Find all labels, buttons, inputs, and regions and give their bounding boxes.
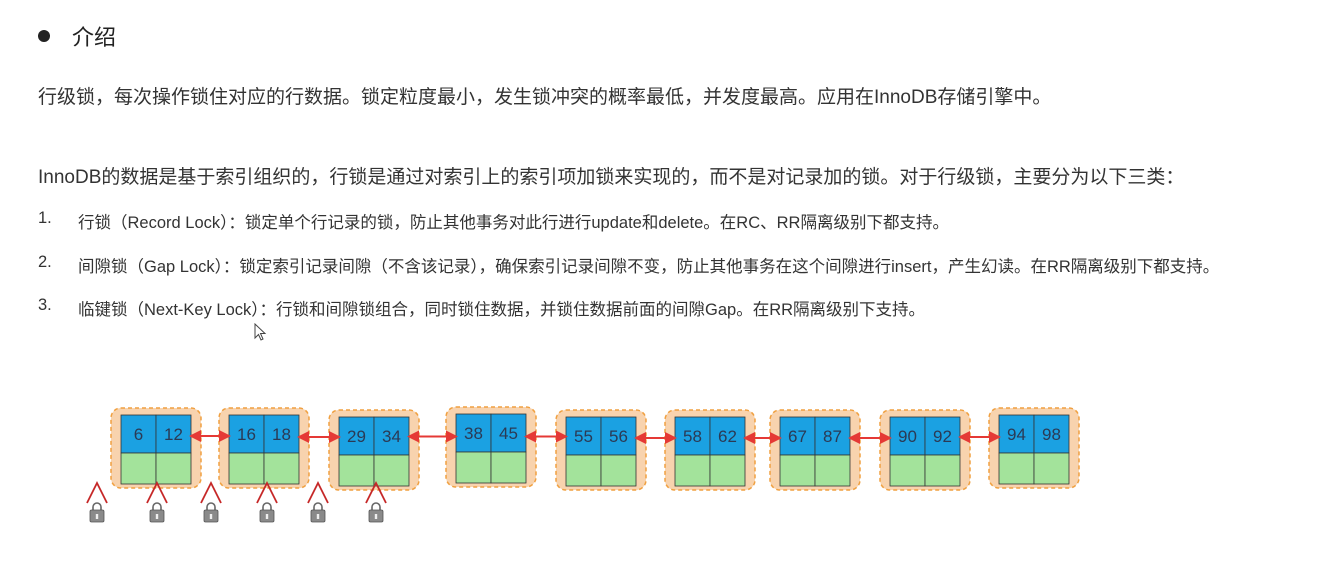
bullet-icon — [38, 30, 50, 42]
section-title: 介绍 — [72, 25, 117, 50]
index-key-label: 29 — [347, 427, 366, 446]
index-key-label: 55 — [574, 427, 593, 446]
list-item-gap-lock: 2. 间隙锁（Gap Lock）：锁定索引记录间隙（不含该记录），确保索引记录间… — [38, 253, 1219, 277]
lock-keyhole — [155, 514, 159, 519]
index-key-cell — [779, 416, 816, 456]
lock-shackle — [262, 502, 272, 511]
index-data-cell — [228, 452, 265, 485]
list-item-number: 2. — [38, 253, 52, 271]
index-key-label: 34 — [382, 427, 401, 446]
index-key-label: 18 — [272, 425, 291, 444]
intro-paragraph: 行级锁，每次操作锁住对应的行数据。锁定粒度最小，发生锁冲突的概率最低，并发度最高… — [38, 87, 1052, 108]
list-item-number: 3. — [38, 296, 52, 314]
mouse-cursor-icon — [254, 323, 267, 341]
index-data-cell — [998, 452, 1035, 485]
index-key-label: 94 — [1007, 425, 1026, 444]
lock-position-marker — [146, 480, 168, 504]
list-item-text: 间隙锁（Gap Lock）：锁定索引记录间隙（不含该记录），确保索引记录间隙不变… — [78, 258, 1220, 276]
index-key-cell — [120, 414, 157, 454]
innodb-paragraph: InnoDB的数据是基于索引组织的，行锁是通过对索引上的索引项加锁来实现的，而不… — [38, 167, 1185, 188]
list-item-record-lock: 1. 行锁（Record Lock）：锁定单个行记录的锁，防止其他事务对此行进行… — [38, 209, 949, 233]
lock-shackle — [152, 502, 162, 511]
lock-keyhole — [265, 514, 269, 519]
lock-position-marker — [86, 480, 108, 504]
lock-keyhole — [95, 514, 99, 519]
index-data-cell — [814, 454, 851, 487]
index-data-cell — [373, 454, 410, 487]
index-data-cell — [155, 452, 192, 485]
index-key-label: 12 — [164, 425, 183, 444]
index-key-cell — [924, 416, 961, 456]
index-data-cell — [674, 454, 711, 487]
index-data-cell — [600, 454, 637, 487]
index-key-cell — [1033, 414, 1070, 454]
index-key-label: 6 — [134, 425, 143, 444]
index-key-label: 16 — [237, 425, 256, 444]
index-data-cell — [338, 454, 375, 487]
index-data-cell — [924, 454, 961, 487]
index-data-cell — [565, 454, 602, 487]
index-key-label: 56 — [609, 427, 628, 446]
index-key-label: 67 — [788, 427, 807, 446]
index-data-cell — [490, 451, 527, 484]
lock-position-marker — [256, 480, 278, 504]
list-item-next-key-lock: 3. 临键锁（Next-Key Lock）：行锁和间隙锁组合，同时锁住数据，并锁… — [38, 296, 925, 320]
index-data-cell — [455, 451, 492, 484]
index-data-cell — [1033, 452, 1070, 485]
index-data-cell — [889, 454, 926, 487]
index-key-label: 38 — [464, 424, 483, 443]
index-data-cell — [263, 452, 300, 485]
index-key-cell — [373, 416, 410, 456]
lock-keyhole — [374, 514, 378, 519]
lock-shackle — [371, 502, 381, 511]
lock-shackle — [313, 502, 323, 511]
list-item-number: 1. — [38, 209, 52, 227]
lock-shackle — [206, 502, 216, 511]
lock-keyhole — [316, 514, 320, 519]
index-key-label: 45 — [499, 424, 518, 443]
index-key-cell — [455, 413, 492, 453]
index-key-cell — [263, 414, 300, 454]
list-item-text: 行锁（Record Lock）：锁定单个行记录的锁，防止其他事务对此行进行upd… — [78, 214, 949, 232]
lock-position-marker — [200, 480, 222, 504]
lock-keyhole — [209, 514, 213, 519]
index-key-label: 87 — [823, 427, 842, 446]
index-key-cell — [600, 416, 637, 456]
index-data-cell — [709, 454, 746, 487]
index-data-cell — [120, 452, 157, 485]
index-key-cell — [490, 413, 527, 453]
list-item-text: 临键锁（Next-Key Lock）：行锁和间隙锁组合，同时锁住数据，并锁住数据… — [78, 301, 926, 319]
index-key-label: 90 — [898, 427, 917, 446]
index-key-label: 58 — [683, 427, 702, 446]
lock-shackle — [92, 502, 102, 511]
index-data-cell — [779, 454, 816, 487]
lock-position-marker — [365, 480, 387, 504]
section-heading: 介绍 — [38, 20, 116, 52]
index-key-label: 92 — [933, 427, 952, 446]
index-key-label: 62 — [718, 427, 737, 446]
lock-position-marker — [307, 480, 329, 504]
index-key-label: 98 — [1042, 425, 1061, 444]
